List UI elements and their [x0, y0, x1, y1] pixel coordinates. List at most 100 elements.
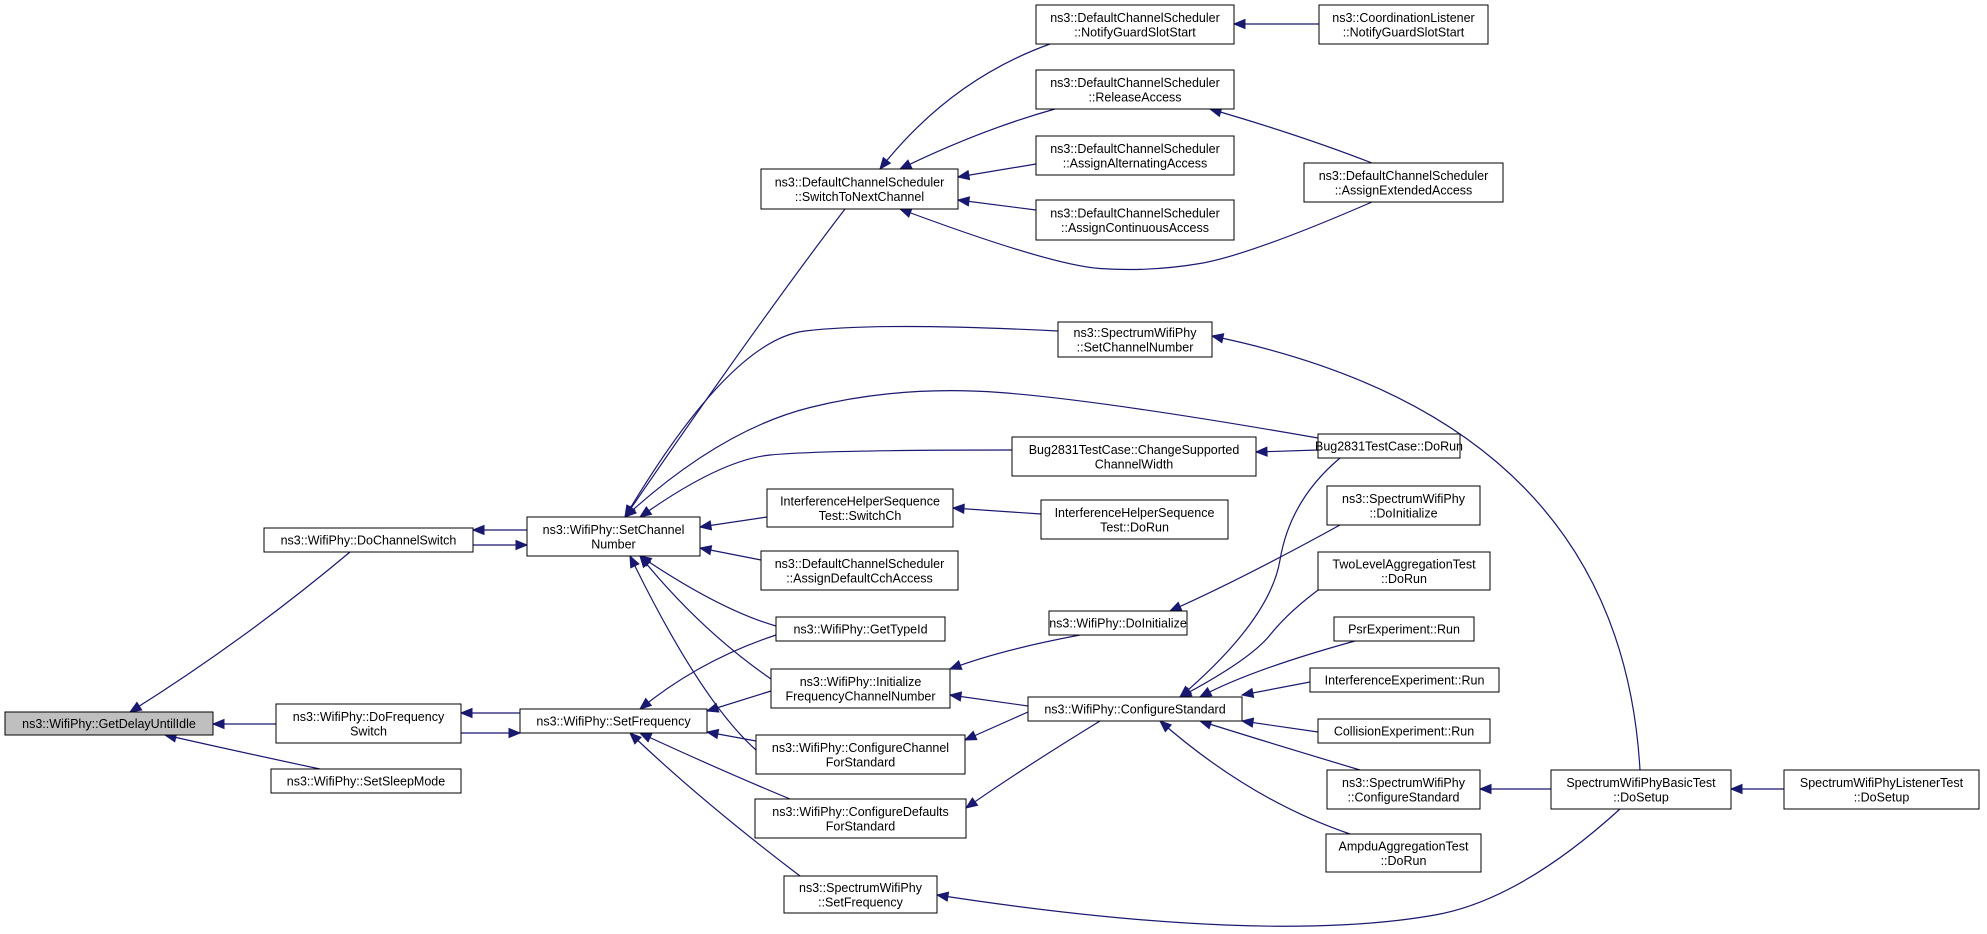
node-label-line: ::SetFrequency	[818, 895, 904, 909]
edge-notifyguard-to-switchtonext	[879, 43, 1051, 171]
node-box	[1325, 833, 1482, 873]
node-assignext[interactable]: ns3::DefaultChannelScheduler::AssignExte…	[1303, 162, 1504, 203]
node-psr[interactable]: PsrExperiment::Run	[1333, 616, 1475, 642]
edge-interfswitch-to-setchannelnumber	[698, 516, 768, 531]
node-box	[755, 734, 966, 775]
node-label-line: ns3::WifiPhy::GetTypeId	[793, 623, 927, 637]
edge-collision-to-configstd	[1240, 717, 1319, 733]
node-box	[754, 798, 967, 839]
node-box	[1326, 485, 1481, 526]
node-label-line: ns3::WifiPhy::SetChannel	[543, 523, 685, 537]
node-box	[770, 668, 951, 709]
node-notifyguard[interactable]: ns3::DefaultChannelScheduler::NotifyGuar…	[1035, 4, 1235, 45]
edge-dofrequencyswitch-to-setfrequency	[461, 727, 522, 739]
edge-interfexp-to-configstd	[1240, 681, 1311, 698]
node-box	[275, 703, 462, 744]
node-collision[interactable]: CollisionExperiment::Run	[1317, 718, 1491, 744]
node-box	[1309, 667, 1500, 693]
node-coordlistener[interactable]: ns3::CoordinationListener::NotifyGuardSl…	[1318, 4, 1489, 45]
node-spectrumsetchannel[interactable]: ns3::SpectrumWifiPhy::SetChannelNumber	[1057, 321, 1213, 358]
edge-assignalt-to-switchtonext	[956, 163, 1037, 181]
node-box	[526, 516, 701, 557]
node-box	[270, 768, 462, 794]
node-listenertest[interactable]: SpectrumWifiPhyListenerTest::DoSetup	[1783, 769, 1980, 810]
node-label-line: ::AssignExtendedAccess	[1335, 183, 1473, 197]
node-box	[1317, 551, 1491, 591]
node-basictest[interactable]: SpectrumWifiPhyBasicTest::DoSetup	[1550, 769, 1732, 810]
node-label-line: ns3::WifiPhy::DoInitialize	[1049, 617, 1187, 631]
node-label-line: Bug2831TestCase::ChangeSupported	[1029, 443, 1240, 457]
edge-assigncont-to-switchtonext	[956, 196, 1037, 211]
edge-setchannelnumber-to-dochannelswitch	[471, 524, 527, 536]
node-label-line: ns3::WifiPhy::Initialize	[800, 675, 922, 689]
node-bugdorun[interactable]: Bug2831TestCase::DoRun	[1315, 433, 1463, 459]
edge-configstd-to-configchannel	[963, 711, 1029, 741]
node-spectrumdoinit[interactable]: ns3::SpectrumWifiPhy::DoInitialize	[1326, 485, 1481, 526]
node-label-line: ::DoInitialize	[1369, 506, 1437, 520]
node-label-line: ::DoSetup	[1854, 790, 1910, 804]
node-box	[1035, 69, 1235, 110]
node-label-line: ns3::DefaultChannelScheduler	[1050, 142, 1220, 156]
node-label-line: AmpduAggregationTest	[1339, 839, 1469, 853]
node-label-line: ::AssignAlternatingAccess	[1063, 156, 1208, 170]
edge-dochannelswitch-to-getdelay	[128, 551, 351, 713]
node-label-line: ns3::WifiPhy::ConfigureChannel	[772, 741, 949, 755]
node-label-line: ns3::DefaultChannelScheduler	[775, 557, 945, 571]
node-gettypeid[interactable]: ns3::WifiPhy::GetTypeId	[775, 616, 946, 642]
node-label-line: ::AssignContinuousAccess	[1061, 221, 1209, 235]
node-label-line: ChannelWidth	[1095, 457, 1174, 471]
node-switchtonext[interactable]: ns3::DefaultChannelScheduler::SwitchToNe…	[760, 168, 959, 210]
node-label-line: ns3::WifiPhy::ConfigureStandard	[1044, 703, 1225, 717]
node-label-line: Test::DoRun	[1100, 520, 1169, 534]
node-ampdu[interactable]: AmpduAggregationTest::DoRun	[1325, 833, 1482, 873]
node-assigndefault[interactable]: ns3::DefaultChannelScheduler::AssignDefa…	[760, 550, 959, 591]
node-configchannel[interactable]: ns3::WifiPhy::ConfigureChannelForStandar…	[755, 734, 966, 775]
node-label-line: ns3::SpectrumWifiPhy	[799, 881, 923, 895]
function-nodes: ns3::WifiPhy::GetDelayUntilIdlens3::Wifi…	[4, 4, 1980, 914]
node-interfexp[interactable]: InterferenceExperiment::Run	[1309, 667, 1500, 693]
edge-setfrequency-to-dofrequencyswitch	[459, 707, 520, 719]
node-box	[1027, 696, 1243, 722]
node-box	[1011, 436, 1257, 477]
node-box	[263, 527, 474, 553]
node-bugchange[interactable]: Bug2831TestCase::ChangeSupportedChannelW…	[1011, 436, 1257, 477]
node-setchannelnumber[interactable]: ns3::WifiPhy::SetChannelNumber	[526, 516, 701, 557]
node-twolevel[interactable]: TwoLevelAggregationTest::DoRun	[1317, 551, 1491, 591]
node-label-line: Test::SwitchCh	[819, 509, 902, 523]
node-spectrumsetfreq[interactable]: ns3::SpectrumWifiPhy::SetFrequency	[783, 875, 938, 914]
node-spectrumconfigstd[interactable]: ns3::SpectrumWifiPhy::ConfigureStandard	[1326, 769, 1481, 810]
node-setfrequency[interactable]: ns3::WifiPhy::SetFrequency	[519, 708, 708, 734]
edge-spectrumsetchannel-to-setchannelnumber	[624, 325, 1059, 519]
node-label-line: Switch	[350, 724, 387, 738]
call-edges	[128, 18, 1784, 927]
node-configdefaults[interactable]: ns3::WifiPhy::ConfigureDefaultsForStanda…	[754, 798, 967, 839]
node-box	[4, 711, 214, 736]
node-configstd[interactable]: ns3::WifiPhy::ConfigureStandard	[1027, 696, 1243, 722]
node-assigncont[interactable]: ns3::DefaultChannelScheduler::AssignCont…	[1035, 199, 1235, 241]
node-label-line: ::SetChannelNumber	[1077, 340, 1194, 354]
node-label-line: ns3::DefaultChannelScheduler	[1050, 76, 1220, 90]
node-setsleepmode[interactable]: ns3::WifiPhy::SetSleepMode	[270, 768, 462, 794]
node-label-line: InterferenceHelperSequence	[780, 494, 940, 508]
edge-configchannel-to-setfrequency	[705, 728, 757, 742]
node-releaseaccess[interactable]: ns3::DefaultChannelScheduler::ReleaseAcc…	[1035, 69, 1235, 110]
edge-initfreq-to-setfrequency	[705, 690, 772, 713]
node-doinit[interactable]: ns3::WifiPhy::DoInitialize	[1048, 610, 1188, 636]
node-box	[1783, 769, 1980, 810]
node-label-line: ns3::DefaultChannelScheduler	[775, 175, 945, 189]
node-label-line: PsrExperiment::Run	[1348, 623, 1460, 637]
node-initfreq[interactable]: ns3::WifiPhy::InitializeFrequencyChannel…	[770, 668, 951, 709]
edge-assigndefault-to-setchannelnumber	[698, 545, 762, 561]
node-getdelay[interactable]: ns3::WifiPhy::GetDelayUntilIdle	[4, 711, 214, 736]
node-label-line: TwoLevelAggregationTest	[1332, 557, 1476, 571]
node-label-line: ::NotifyGuardSlotStart	[1343, 25, 1465, 39]
node-label-line: ::NotifyGuardSlotStart	[1074, 25, 1196, 39]
node-dochannelswitch[interactable]: ns3::WifiPhy::DoChannelSwitch	[263, 527, 474, 553]
node-label-line: ns3::WifiPhy::GetDelayUntilIdle	[22, 717, 196, 731]
node-label-line: ns3::SpectrumWifiPhy	[1074, 326, 1198, 340]
node-assignalt[interactable]: ns3::DefaultChannelScheduler::AssignAlte…	[1035, 135, 1235, 176]
